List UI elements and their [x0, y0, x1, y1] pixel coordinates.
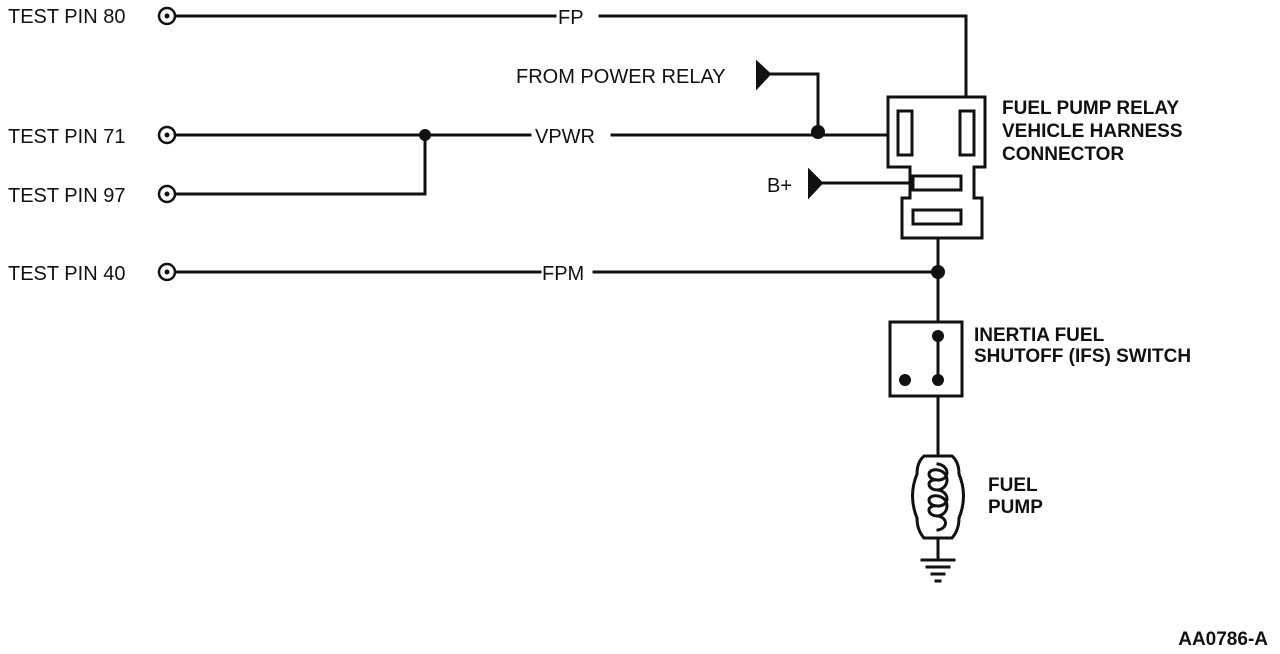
bplus-label: B+: [767, 175, 792, 197]
power-relay-source-symbol: [756, 59, 772, 91]
relay-terminal-left: [896, 109, 914, 157]
relay-terminal-bplus: [911, 174, 963, 192]
test-pin-80-connector: [157, 6, 177, 26]
test-pin-97-label: TEST PIN 97: [8, 185, 125, 207]
relay-connector-label-line-2: VEHICLE HARNESS: [1002, 121, 1183, 142]
fp-wire-label: FP: [558, 7, 584, 29]
power-relay-label: FROM POWER RELAY: [516, 66, 726, 88]
test-pin-97-connector: [157, 184, 177, 204]
relay-connector-label-line-1: FUEL PUMP RELAY: [1002, 98, 1179, 119]
test-pin-71-label: TEST PIN 71: [8, 126, 125, 148]
test-pin-80-label: TEST PIN 80: [8, 6, 125, 28]
pin97-jumper-wire: [174, 133, 427, 196]
test-pin-71-connector: [157, 125, 177, 145]
vpwr-wire-label: VPWR: [535, 126, 595, 148]
fuel-pump-relay-connector: [886, 95, 987, 240]
fuel-pump-label-line-1: FUEL: [988, 475, 1038, 496]
test-pin-40-label: TEST PIN 40: [8, 263, 125, 285]
figure-id-label: AA0786-A: [1178, 629, 1268, 650]
ifs-switch-label-line-1: INERTIA FUEL: [974, 325, 1105, 346]
fpm-wire-label: FPM: [542, 263, 584, 285]
bplus-source-symbol: [808, 167, 824, 200]
ifs-switch-label-line-2: SHUTOFF (IFS) SWITCH: [974, 346, 1191, 367]
relay-connector-label-line-3: CONNECTOR: [1002, 144, 1124, 165]
fuel-pump-motor-symbol: [911, 454, 965, 540]
relay-terminal-right: [958, 109, 976, 157]
fuel-pump-label-line-2: PUMP: [988, 497, 1043, 518]
inertia-switch-symbol: [888, 320, 964, 398]
ground-symbol: [920, 558, 956, 583]
power-relay-splice-dot: [811, 125, 825, 139]
vpwr-splice-dot: [419, 129, 431, 141]
power-relay-feed-wire: [768, 72, 820, 137]
fp-wire: [174, 14, 968, 107]
test-pin-40-connector: [157, 262, 177, 282]
relay-terminal-bottom: [911, 208, 963, 226]
fpm-splice-dot: [931, 265, 945, 279]
